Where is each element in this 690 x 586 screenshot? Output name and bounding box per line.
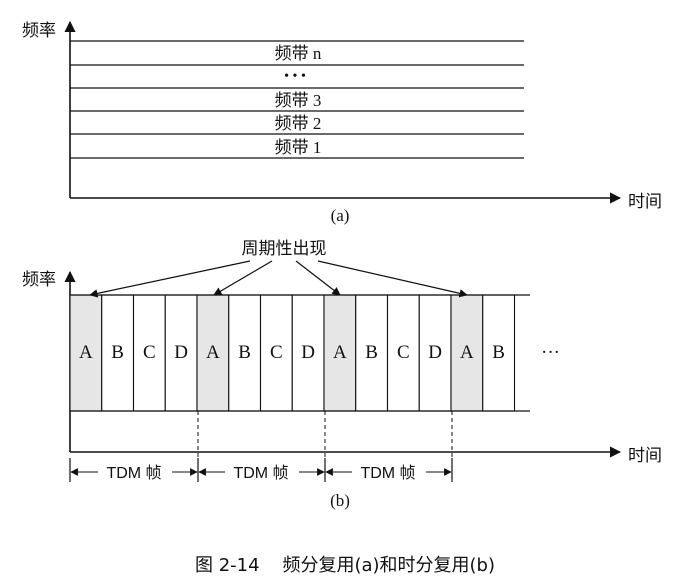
time-slot-cell bbox=[101, 294, 135, 412]
tdm-frame-label: TDM 帧 bbox=[233, 464, 288, 482]
periodic-arrow bbox=[213, 260, 273, 296]
band-1-label: 频带 1 bbox=[275, 138, 322, 157]
time-slot-c: C bbox=[259, 294, 293, 412]
tdm-frame-label: TDM 帧 bbox=[360, 464, 415, 482]
periodic-annotation: 周期性出现 bbox=[242, 239, 327, 259]
periodic-arrow bbox=[317, 260, 468, 298]
b-sublabel: (b) bbox=[330, 491, 350, 510]
time-slot-d: D bbox=[418, 294, 452, 412]
periodic-arrow bbox=[89, 260, 251, 298]
band-n-label: 频带 n bbox=[275, 44, 322, 63]
figure-caption: 图 2-14 频分复用(a)和时分复用(b) bbox=[195, 555, 495, 576]
band-3-label: 频带 3 bbox=[275, 91, 322, 110]
time-slot-a: A bbox=[450, 294, 484, 412]
time-slot-label: C bbox=[397, 342, 410, 363]
time-slot-cell bbox=[228, 294, 262, 412]
time-slot-b: B bbox=[228, 294, 262, 412]
time-slot-a: A bbox=[69, 294, 103, 412]
a-x-axis-label: 时间 bbox=[628, 192, 662, 212]
time-slot-cell bbox=[196, 294, 230, 412]
time-slot-label: B bbox=[111, 342, 124, 363]
tdm-frame-2: TDM 帧 bbox=[198, 464, 325, 482]
time-slot-label: B bbox=[365, 342, 378, 363]
time-slot-label: C bbox=[270, 342, 283, 363]
time-slot-label: A bbox=[460, 342, 474, 363]
tdm-frame-1: TDM 帧 bbox=[70, 464, 198, 482]
band-2-label: 频带 2 bbox=[275, 114, 322, 133]
time-slot-label: D bbox=[301, 342, 315, 363]
b-x-axis-label: 时间 bbox=[628, 446, 662, 466]
time-slot-label: A bbox=[333, 342, 347, 363]
time-slot-d: D bbox=[164, 294, 198, 412]
time-slot-cell bbox=[355, 294, 389, 412]
time-slot-b: B bbox=[355, 294, 389, 412]
periodic-arrow bbox=[295, 260, 341, 296]
time-slot-label: A bbox=[79, 342, 93, 363]
time-slot-label: C bbox=[143, 342, 156, 363]
tdm-frame-3: TDM 帧 bbox=[325, 464, 452, 482]
time-slot-label: A bbox=[206, 342, 220, 363]
tdm-frame-label: TDM 帧 bbox=[106, 464, 161, 482]
time-slot-b: B bbox=[101, 294, 135, 412]
time-slot-cell bbox=[450, 294, 484, 412]
diagram-a: 频率 时间 频带 n • • • 频带 3 频带 2 频带 1 (a) bbox=[22, 20, 662, 225]
time-slot-c: C bbox=[386, 294, 420, 412]
slot-ellipsis: ··· bbox=[541, 342, 560, 363]
time-slot-d: D bbox=[291, 294, 325, 412]
time-slot-cell bbox=[259, 294, 293, 412]
b-y-axis-label: 频率 bbox=[22, 270, 56, 290]
time-slot-c: C bbox=[132, 294, 166, 412]
time-slot-label: B bbox=[238, 342, 251, 363]
time-slot-cell bbox=[418, 294, 452, 412]
time-slot-a: A bbox=[323, 294, 357, 412]
a-y-axis-label: 频率 bbox=[22, 21, 56, 41]
time-slot-cell bbox=[164, 294, 198, 412]
band-ellipsis: • • • bbox=[284, 69, 306, 84]
time-slot-label: D bbox=[174, 342, 188, 363]
time-slot-b: B bbox=[482, 294, 516, 412]
time-slot-cell bbox=[323, 294, 357, 412]
time-slot-label: B bbox=[492, 342, 505, 363]
time-slot-label: D bbox=[428, 342, 442, 363]
time-slot-a: A bbox=[196, 294, 230, 412]
a-sublabel: (a) bbox=[331, 206, 350, 225]
